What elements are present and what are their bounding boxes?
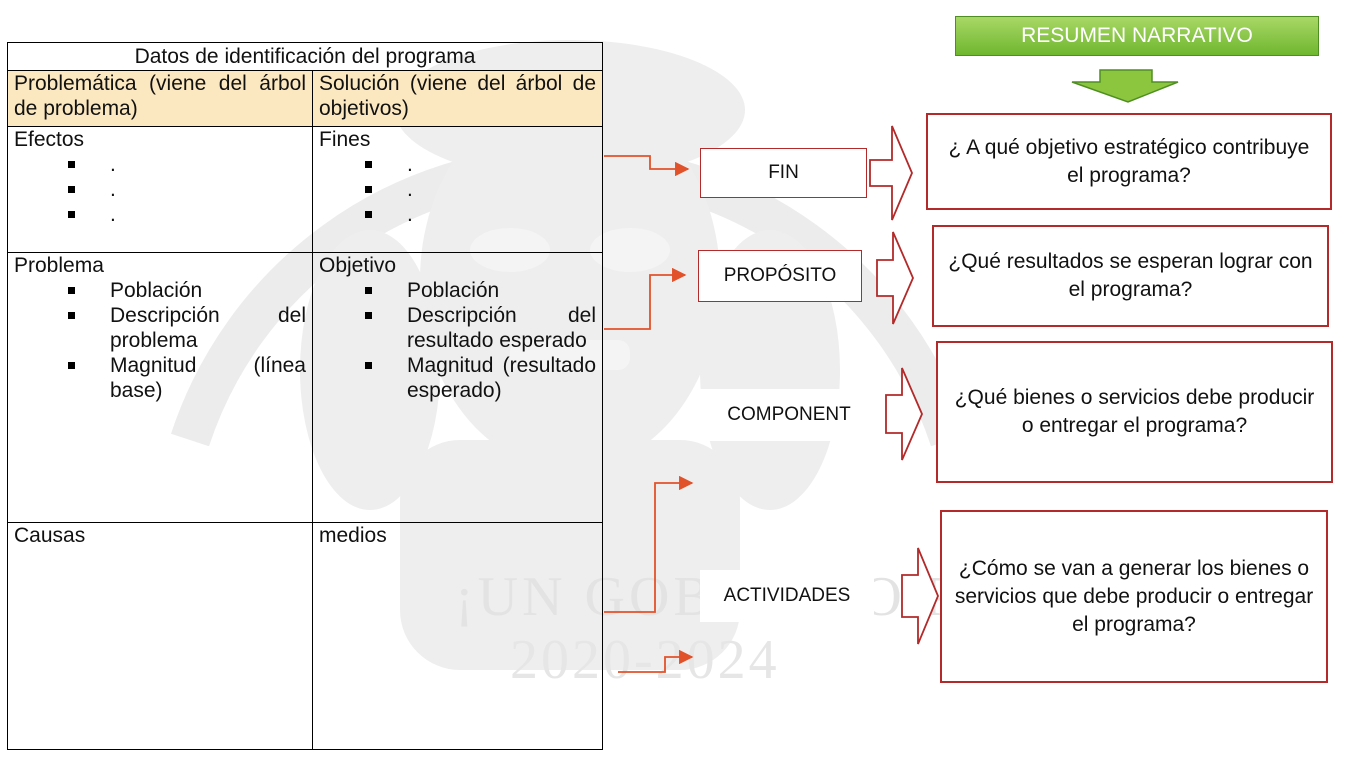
level-label-proposito: PROPÓSITO xyxy=(698,250,862,302)
ends-cell: Fines . . . xyxy=(312,126,603,253)
objective-item: Magnitud (resultado esperado) xyxy=(363,353,596,403)
objective-cell: Objetivo Población Descripción del resul… xyxy=(312,252,603,523)
problem-column-header: Problemática (viene del árbol de problem… xyxy=(7,70,313,127)
causes-cell: Causas xyxy=(7,522,313,750)
problem-title: Problema xyxy=(14,254,104,277)
question-componentes: ¿Qué bienes o servicios debe producir o … xyxy=(936,341,1333,483)
problem-item: Descripción del problema xyxy=(66,303,306,353)
effects-cell: Efectos . . . xyxy=(7,126,313,253)
objective-item: Población xyxy=(363,278,596,303)
narrative-summary-header: RESUMEN NARRATIVO xyxy=(955,16,1319,56)
level-label-actividades: ACTIVIDADES xyxy=(700,570,874,622)
problem-item: Magnitud (línea base) xyxy=(66,353,306,403)
ends-item: . xyxy=(363,202,596,227)
connector-actividades-bottom xyxy=(618,649,694,673)
problem-cell: Problema Población Descripción del probl… xyxy=(7,252,313,523)
ends-item: . xyxy=(363,177,596,202)
effects-item: . xyxy=(66,177,306,202)
green-down-arrow xyxy=(1071,69,1179,103)
means-cell: medios xyxy=(312,522,603,750)
connector-actividades-top xyxy=(604,475,694,613)
program-identification-table: Datos de identificación del programa Pro… xyxy=(7,42,603,750)
ends-title: Fines xyxy=(319,128,371,151)
problem-item: Población xyxy=(66,278,306,303)
ends-item: . xyxy=(363,152,596,177)
connector-fin xyxy=(604,155,690,177)
question-proposito: ¿Qué resultados se esperan lograr con el… xyxy=(932,225,1329,327)
level-label-componentes: COMPONENT xyxy=(694,389,884,441)
block-arrow-actividades-icon xyxy=(901,547,939,645)
level-label-fin: FIN xyxy=(700,148,867,198)
question-actividades: ¿Cómo se van a generar los bienes o serv… xyxy=(940,510,1328,683)
question-fin: ¿ A qué objetivo estratégico contribuye … xyxy=(926,113,1332,210)
table-title: Datos de identificación del programa xyxy=(7,42,603,71)
effects-title: Efectos xyxy=(14,128,85,151)
block-arrow-fin-icon xyxy=(869,125,913,221)
solution-column-header: Solución (viene del árbol de objetivos) xyxy=(312,70,603,127)
block-arrow-proposito-icon xyxy=(876,231,914,325)
effects-item: . xyxy=(66,152,306,177)
effects-item: . xyxy=(66,202,306,227)
objective-item: Descripción del resultado esperado xyxy=(363,303,596,353)
objective-title: Objetivo xyxy=(319,254,397,277)
connector-proposito xyxy=(604,267,687,330)
block-arrow-componentes-icon xyxy=(885,367,923,461)
